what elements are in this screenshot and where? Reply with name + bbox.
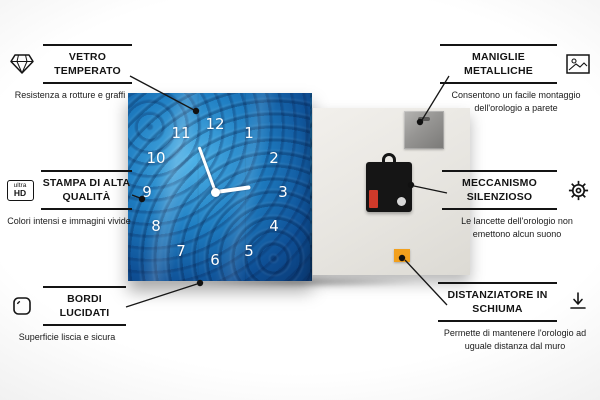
clock-number-7: 7 bbox=[176, 242, 186, 260]
callout-description: Consentono un facile montaggio dell'orol… bbox=[451, 90, 581, 113]
clock-number-11: 11 bbox=[171, 124, 191, 142]
ultra-hd-icon-text-bottom: HD bbox=[13, 188, 27, 199]
picture-frame-icon bbox=[564, 53, 592, 75]
clock-center-cap bbox=[210, 187, 220, 197]
callout-stampa-alta-qualita: ultra HD STAMPA DI ALTA QUALITÀ Colori i… bbox=[6, 170, 132, 228]
clock-number-5: 5 bbox=[244, 242, 254, 260]
callout-description: Colori intensi e immagini vivide bbox=[7, 216, 131, 227]
foam-spacer bbox=[394, 249, 410, 262]
callout-title: STAMPA DI ALTA QUALITÀ bbox=[41, 170, 132, 211]
gear-icon bbox=[564, 178, 592, 203]
clock-number-10: 10 bbox=[146, 149, 166, 167]
callout-title: VETRO TEMPERATO bbox=[43, 44, 132, 85]
hour-hand bbox=[214, 185, 251, 194]
callout-title: DISTANZIATORE IN SCHIUMA bbox=[438, 282, 557, 323]
clock-front-view: 12 1 2 3 4 5 6 7 8 9 10 11 bbox=[128, 93, 312, 281]
clock-number-4: 4 bbox=[269, 217, 279, 235]
ultra-hd-icon-text-top: ultra bbox=[13, 181, 27, 189]
callout-description: Permette di mantenere l'orologio ad ugua… bbox=[443, 328, 587, 351]
clock-number-3: 3 bbox=[278, 183, 288, 201]
clock-number-6: 6 bbox=[210, 251, 220, 269]
arrow-down-icon bbox=[564, 290, 592, 314]
callout-title: MANIGLIE METALLICHE bbox=[440, 44, 557, 85]
callout-maniglie-metalliche: MANIGLIE METALLICHE Consentono un facile… bbox=[440, 44, 592, 115]
callout-description: Resistenza a rotture e graffi bbox=[14, 90, 126, 101]
clock-number-1: 1 bbox=[244, 124, 254, 142]
clock-number-8: 8 bbox=[151, 217, 161, 235]
callout-distanziatore-in-schiuma: DISTANZIATORE IN SCHIUMA Permette di man… bbox=[438, 282, 592, 353]
clock-number-2: 2 bbox=[269, 149, 279, 167]
clock-number-9: 9 bbox=[142, 183, 152, 201]
mechanism-hook bbox=[382, 153, 396, 163]
callout-title: MECCANISMO SILENZIOSO bbox=[442, 170, 557, 211]
clock-mechanism bbox=[366, 153, 412, 212]
callout-title: BORDI LUCIDATI bbox=[43, 286, 126, 327]
callout-meccanismo-silenzioso: MECCANISMO SILENZIOSO Le lancette dell'o… bbox=[442, 170, 592, 241]
metal-handle-plate bbox=[404, 111, 444, 149]
clock-number-12: 12 bbox=[205, 115, 225, 133]
time-set-knob bbox=[397, 197, 406, 206]
polished-edge-icon bbox=[8, 295, 36, 317]
battery bbox=[369, 190, 378, 208]
callout-description: Le lancette dell'orologio non emettono a… bbox=[461, 216, 573, 239]
hanger-slot bbox=[418, 117, 430, 121]
minute-hand bbox=[197, 146, 217, 193]
diamond-icon bbox=[8, 53, 36, 75]
callout-bordi-lucidati: BORDI LUCIDATI Superficie liscia e sicur… bbox=[8, 286, 126, 344]
ultra-hd-icon: ultra HD bbox=[6, 179, 34, 201]
callout-vetro-temperato: VETRO TEMPERATO Resistenza a rotture e g… bbox=[8, 44, 132, 102]
callout-description: Superficie liscia e sicura bbox=[18, 332, 116, 343]
